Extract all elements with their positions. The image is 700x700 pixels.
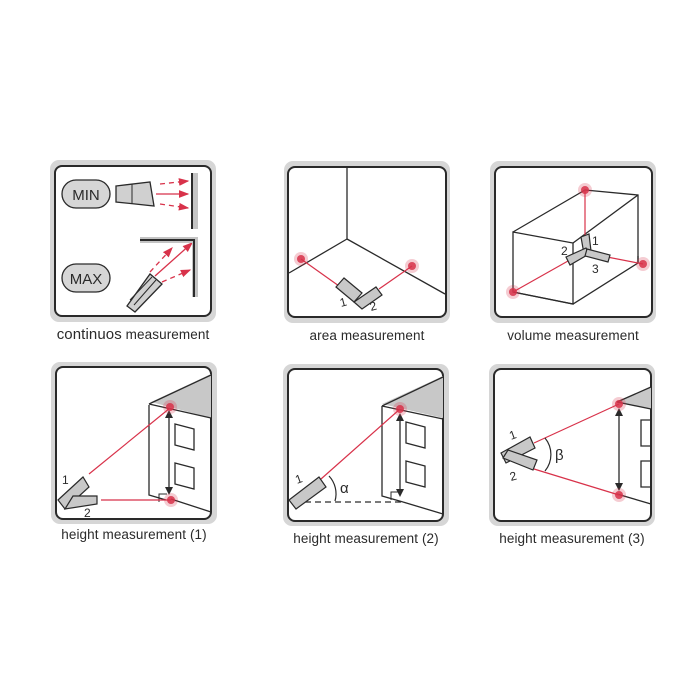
svg-text:2: 2 [508,469,518,484]
panel-volume-measurement: 1 2 3 [490,161,656,323]
svg-text:1: 1 [338,295,348,310]
area-measurement-diagram: 1 2 [287,166,447,318]
laser-dot-icon [393,402,407,416]
laser-device-icon [335,277,363,303]
height-measurement-3-diagram: β 1 2 [493,368,652,522]
panel-continuous-measurement: MIN MAX [50,160,216,322]
laser-device-icon [584,248,611,263]
panel-height-measurement-1: 1 2 [51,362,217,524]
caption-volume-measurement: volume measurement [507,328,639,343]
laser-device-icon [115,181,155,207]
arrow-down-icon [396,489,404,497]
caption-continuous-measurement: continuos measurement [48,326,218,343]
laser-device-icon [57,476,90,510]
laser-dot-icon [164,493,178,507]
svg-text:3: 3 [592,262,599,276]
laser-dot-icon [163,400,177,414]
svg-text:MIN: MIN [72,187,100,204]
caption-height-measurement-1: height measurement (1) [61,527,207,542]
laser-dot-icon [294,252,308,266]
arrow-up-icon [165,410,173,418]
angle-arc [544,437,552,472]
svg-text:1: 1 [507,427,518,443]
panel-height-measurement-2: α 1 [283,364,449,526]
svg-text:2: 2 [561,244,568,258]
laser-device-icon [502,449,538,471]
height-measurement-1-diagram: 1 2 [55,366,212,520]
caption-area-measurement: area measurement [309,328,425,343]
laser-device-icon [288,476,327,510]
caption-word: measurement [125,327,210,342]
angle-beta-label: β [555,447,564,464]
volume-measurement-diagram: 1 2 3 [494,166,653,318]
continuous-measurement-diagram: MIN MAX [54,165,212,317]
svg-text:1: 1 [293,471,304,487]
max-badge [61,263,111,293]
caption-height-measurement-2: height measurement (2) [293,531,439,546]
laser-dot-icon [636,257,650,271]
svg-text:1: 1 [592,234,599,248]
arrow-down-icon [165,487,173,495]
angle-arc [328,475,337,502]
arrow-up-icon [396,413,404,421]
laser-dot-icon [506,285,520,299]
caption-height-measurement-3: height measurement (3) [499,531,645,546]
laser-dot-icon [578,183,592,197]
height-measurement-2-diagram: α 1 [287,368,444,522]
svg-text:2: 2 [84,506,91,520]
angle-alpha-label: α [340,480,349,497]
svg-text:2: 2 [368,299,378,314]
min-badge [61,179,111,209]
svg-text:1: 1 [62,473,69,487]
panel-height-measurement-3: β 1 2 [489,364,655,526]
laser-dot-icon [612,397,626,411]
panel-area-measurement: 1 2 [284,161,450,323]
svg-text:MAX: MAX [70,271,103,288]
laser-device-icon [63,495,98,510]
laser-dot-icon [612,488,626,502]
arrow-up-icon [615,408,623,416]
laser-dot-icon [405,259,419,273]
arrow-down-icon [615,483,623,491]
caption-word: continuos [56,326,122,343]
laser-device-icon [353,286,383,310]
